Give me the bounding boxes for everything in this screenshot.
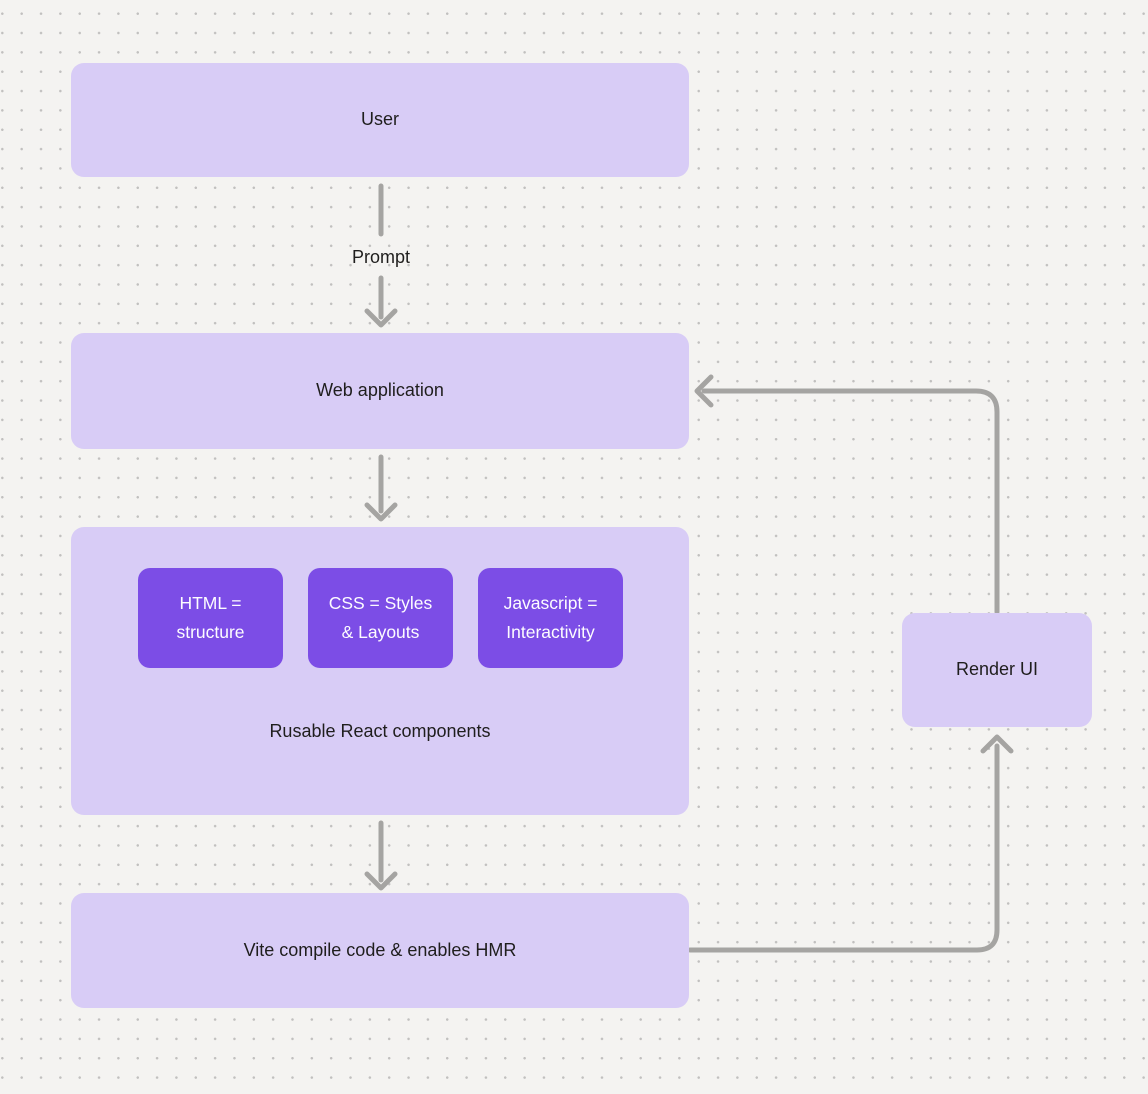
- node-web-application-label: Web application: [316, 380, 444, 401]
- node-html[interactable]: HTML = structure: [138, 568, 283, 668]
- node-css-label: CSS = Styles & Layouts: [328, 593, 433, 642]
- components-group-caption: Rusable React components: [269, 721, 491, 741]
- node-web-application[interactable]: Web application: [71, 333, 689, 449]
- edge-components-to-vite-arrowhead-icon: [364, 871, 398, 891]
- node-javascript-label: Javascript = Interactivity: [503, 593, 598, 642]
- node-html-label: HTML = structure: [176, 593, 245, 642]
- edge-renderui-to-webapp-arrowhead-icon: [694, 374, 714, 408]
- node-render-ui-label: Render UI: [955, 659, 1039, 680]
- node-user[interactable]: User: [71, 63, 689, 177]
- edge-vite-to-renderui-line: [687, 743, 1000, 953]
- node-javascript[interactable]: Javascript = Interactivity: [478, 568, 623, 668]
- node-css[interactable]: CSS = Styles & Layouts: [308, 568, 453, 668]
- node-render-ui[interactable]: Render UI: [902, 613, 1092, 727]
- edge-webapp-to-components-arrowhead-icon: [364, 502, 398, 522]
- edge-label-prompt: Prompt: [351, 247, 411, 267]
- node-user-label: User: [360, 109, 399, 130]
- edge-vite-to-renderui-arrowhead-icon: [980, 734, 1014, 754]
- node-vite-label: Vite compile code & enables HMR: [243, 939, 517, 960]
- edge-user-to-webapp-arrowhead-icon: [364, 308, 398, 328]
- edge-renderui-to-webapp-line: [701, 388, 1000, 615]
- node-vite[interactable]: Vite compile code & enables HMR: [71, 893, 689, 1008]
